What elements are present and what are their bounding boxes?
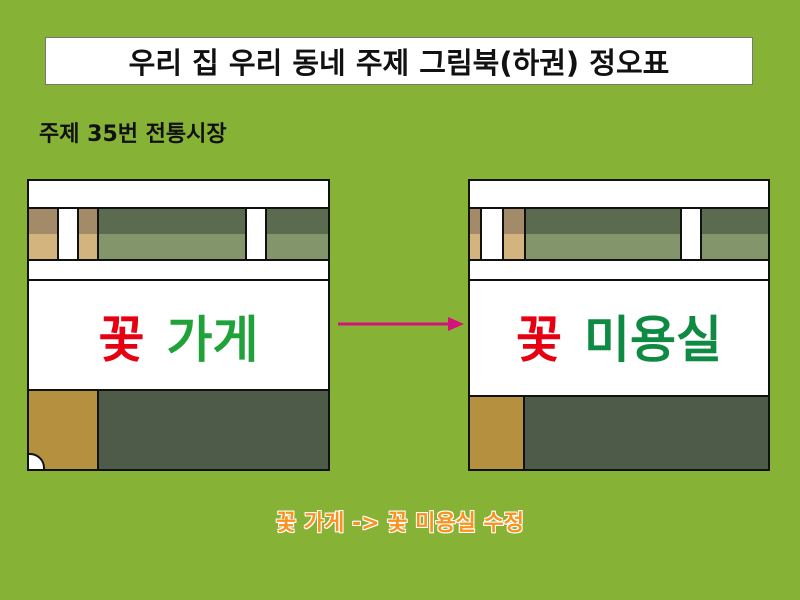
title-banner: 우리 집 우리 동네 주제 그림북(하권) 정오표 (45, 37, 753, 85)
window-pane (77, 209, 99, 259)
window-strip (470, 209, 768, 261)
before-sign-illustration: 꽃 가게 (27, 179, 330, 471)
correction-caption: 꽃 가게 -> 꽃 미용실 수정 (275, 511, 525, 536)
storefront (29, 389, 328, 469)
window-pane (502, 209, 526, 259)
window-pane (470, 209, 482, 259)
window-pane (700, 209, 768, 259)
door (470, 397, 525, 469)
page-title: 우리 집 우리 동네 주제 그림북(하권) 정오표 (128, 46, 670, 80)
sign-word-flower: 꽃 (516, 311, 562, 369)
right-arrow-icon (338, 317, 464, 331)
ledge-band (29, 261, 328, 281)
ledge-band (470, 261, 768, 281)
door (29, 391, 99, 469)
shop-sign-text: 꽃 가게 (29, 281, 328, 391)
after-sign-illustration: 꽃 미용실 (468, 179, 770, 471)
roof-band (29, 181, 328, 209)
sign-word-shop: 가게 (166, 311, 259, 369)
sign-word-flower: 꽃 (98, 311, 145, 369)
shop-sign-text: 꽃 미용실 (470, 281, 768, 391)
window-pane (526, 209, 682, 259)
window-pane (99, 209, 247, 259)
window-strip (29, 209, 328, 261)
sign-word-salon: 미용실 (584, 311, 722, 369)
window-pane (265, 209, 328, 259)
section-subtitle: 주제 35번 전통시장 (39, 122, 227, 147)
window-pane (29, 209, 59, 259)
storefront (470, 395, 768, 469)
roof-band (470, 181, 768, 209)
